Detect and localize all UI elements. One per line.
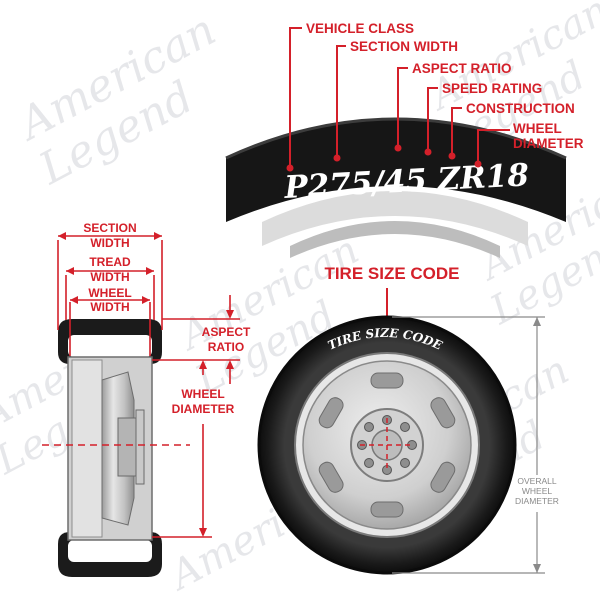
- arrowhead-down: [533, 564, 541, 573]
- tread-width-label-line1: TREAD: [89, 255, 131, 269]
- top-callout-labels: VEHICLE CLASS SECTION WIDTH ASPECT RATIO…: [306, 21, 584, 151]
- arrowhead: [226, 360, 234, 369]
- lug-nut: [400, 458, 410, 468]
- rim-slot: [318, 461, 344, 493]
- rim-slot: [430, 461, 456, 493]
- tire-size-code-title: TIRE SIZE CODE: [324, 264, 459, 283]
- arrowhead: [146, 267, 154, 275]
- wheel-diameter-label-line2: DIAMETER: [513, 136, 584, 151]
- tire-side-view: [42, 319, 190, 577]
- wheel-diameter-label-line1: WHEEL: [513, 121, 562, 136]
- dot: [286, 164, 294, 172]
- overall-diameter-line1: OVERALL: [517, 476, 556, 486]
- overall-diameter-label: OVERALL WHEEL DIAMETER: [515, 476, 559, 506]
- tire-cavity-bottom: [68, 540, 152, 562]
- vehicle-class-leader: [289, 27, 302, 168]
- side-arrowheads: [58, 232, 234, 537]
- aspect-ratio-side-line2: RATIO: [208, 340, 244, 354]
- rim-slot: [430, 397, 456, 429]
- dot: [448, 152, 456, 160]
- rim-slot: [370, 372, 404, 389]
- aspect-ratio-side-line1: ASPECT: [202, 325, 251, 339]
- wheel-diameter-side-line1: WHEEL: [181, 387, 224, 401]
- dot: [474, 160, 482, 168]
- wheel-barrel: [71, 359, 103, 538]
- rim-slot: [370, 501, 404, 518]
- construction-label: CONSTRUCTION: [466, 101, 575, 116]
- lug-nut: [364, 422, 374, 432]
- arrowhead: [142, 296, 150, 304]
- dot: [333, 154, 341, 162]
- overall-diameter-dimension: [392, 316, 545, 574]
- tread-band: [226, 119, 566, 222]
- tread-width-label-line2: WIDTH: [90, 270, 129, 284]
- top-callout-dots: [286, 144, 482, 172]
- section-width-leader: [336, 45, 346, 158]
- wheel-diameter-leader: [477, 129, 510, 164]
- tread-highlight: [225, 117, 567, 160]
- rim-lip-inner: [290, 221, 500, 258]
- arrowhead: [226, 310, 234, 319]
- aspect-ratio-label: ASPECT RATIO: [412, 61, 512, 76]
- speed-rating-label: SPEED RATING: [442, 81, 542, 96]
- lug-nut: [400, 422, 410, 432]
- wheel-hub-side: [117, 417, 137, 477]
- overall-diameter-line3: DIAMETER: [515, 496, 559, 506]
- wheel-width-label-line2: WIDTH: [90, 300, 129, 314]
- wheel-diameter-side-line2: DIAMETER: [172, 402, 235, 416]
- speed-rating-leader: [427, 87, 438, 152]
- arrowhead: [199, 360, 207, 369]
- top-callouts: [289, 27, 510, 168]
- arrowhead-up: [533, 317, 541, 326]
- arrowhead: [154, 232, 162, 240]
- arrowhead: [66, 267, 74, 275]
- section-width-label: SECTION WIDTH: [350, 39, 458, 54]
- section-width-label-line2: WIDTH: [90, 236, 129, 250]
- dot: [424, 148, 432, 156]
- wheel-width-label-line1: WHEEL: [88, 286, 131, 300]
- dot: [394, 144, 402, 152]
- rim-slots: [318, 372, 456, 518]
- construction-leader: [451, 107, 462, 156]
- overall-diameter-line2: WHEEL: [522, 486, 553, 496]
- section-width-label-line1: SECTION: [83, 221, 136, 235]
- arrowhead: [58, 232, 66, 240]
- rim-lip: [262, 191, 528, 246]
- wheel-mount-face: [135, 409, 145, 485]
- center-crosshair: [360, 418, 414, 472]
- tire-cavity-top: [68, 335, 152, 357]
- lug-nut: [364, 458, 374, 468]
- side-labels: SECTION WIDTH TREAD WIDTH WHEEL WIDTH AS…: [83, 221, 251, 416]
- vehicle-class-label: VEHICLE CLASS: [306, 21, 414, 36]
- aspect-ratio-leader: [397, 67, 408, 148]
- arrowhead: [199, 528, 207, 537]
- rim-slot: [318, 397, 344, 429]
- tire-outline: [257, 315, 517, 575]
- tire-front-view: TIRE SIZE CODE: [257, 315, 517, 575]
- arrowhead: [70, 296, 78, 304]
